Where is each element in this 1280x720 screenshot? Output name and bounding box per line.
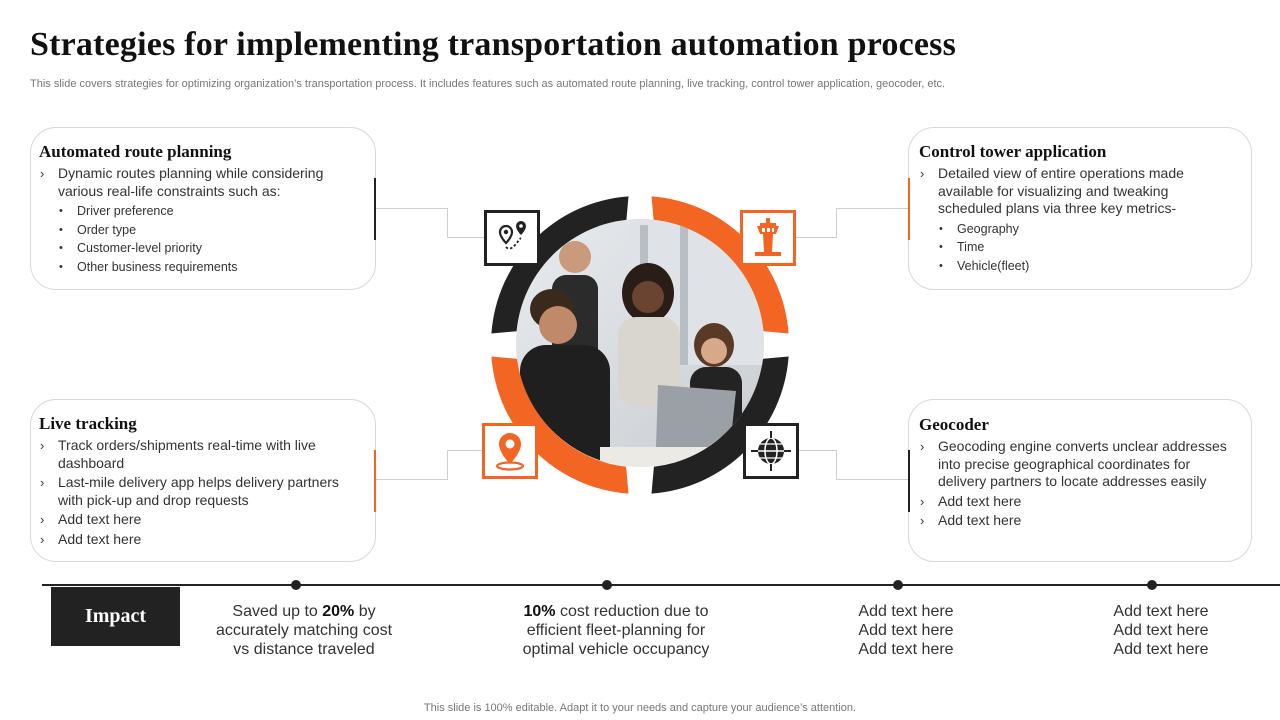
globe-crosshair-icon xyxy=(743,423,799,479)
card-subpoint: Vehicle(fleet) xyxy=(919,257,1231,276)
team-photo xyxy=(516,219,764,467)
card-point: ›Add text here xyxy=(920,492,1022,509)
central-ring-graphic xyxy=(491,196,789,494)
connector-control-end xyxy=(796,237,836,238)
connector-geo xyxy=(836,450,908,480)
timeline-dot xyxy=(602,580,612,590)
card-point: ›Dynamic routes planning while consideri… xyxy=(40,165,324,199)
card-accent-bar xyxy=(374,178,376,240)
chevron-right-icon: › xyxy=(40,512,45,527)
card-point: ›Add text here xyxy=(920,512,1022,528)
impact-item-2: 10% cost reduction due to efficient flee… xyxy=(522,603,710,658)
card-title: Geocoder xyxy=(919,415,989,434)
card-subpoint: Customer-level priority xyxy=(39,239,355,258)
card-point: ›Track orders/shipments real-time with l… xyxy=(40,437,316,471)
chevron-right-icon: › xyxy=(920,513,925,528)
impact-timeline xyxy=(42,584,1280,586)
impact-item-1: Saved up to 20% by accurately matching c… xyxy=(215,603,393,658)
card-geocoder: Geocoder ›Geocoding engine converts uncl… xyxy=(908,399,1252,562)
timeline-dot xyxy=(291,580,301,590)
chevron-right-icon: › xyxy=(40,531,45,547)
card-point: ›Add text here xyxy=(40,511,142,527)
chevron-right-icon: › xyxy=(40,438,45,453)
card-accent-bar xyxy=(374,450,376,512)
footer-note: This slide is 100% editable. Adapt it to… xyxy=(423,702,857,714)
card-title: Control tower application xyxy=(919,142,1107,161)
card-subpoint: Order type xyxy=(39,221,355,240)
connector-route-end xyxy=(448,237,486,238)
location-pin-icon xyxy=(482,423,538,479)
card-control-tower: Control tower application ›Detailed view… xyxy=(908,127,1252,290)
timeline-dot xyxy=(1147,580,1157,590)
timeline-dot xyxy=(893,580,903,590)
route-map-pins-icon xyxy=(484,210,540,266)
impact-label: Impact xyxy=(51,587,180,646)
card-point: ›Detailed view of entire operations made… xyxy=(920,165,1184,216)
card-title: Automated route planning xyxy=(39,142,232,161)
chevron-right-icon: › xyxy=(920,166,925,181)
control-tower-icon xyxy=(740,210,796,266)
chevron-right-icon: › xyxy=(920,493,925,509)
card-subpoint: Time xyxy=(919,238,1231,257)
impact-item-4: Add text here Add text here Add text her… xyxy=(1113,603,1209,658)
connector-geo-end xyxy=(798,450,836,451)
card-subpoint: Driver preference xyxy=(39,202,355,221)
card-point: ›Geocoding engine converts unclear addre… xyxy=(920,438,1227,489)
card-subpoint: Other business requirements xyxy=(39,258,355,277)
chevron-right-icon: › xyxy=(920,439,925,454)
card-accent-bar xyxy=(908,450,910,512)
connector-live-end xyxy=(448,450,486,451)
card-point: ›Add text here xyxy=(40,530,142,547)
chevron-right-icon: › xyxy=(40,475,45,490)
card-accent-bar xyxy=(908,178,910,240)
card-subpoint: Geography xyxy=(919,220,1231,239)
chevron-right-icon: › xyxy=(40,166,45,181)
card-live-tracking: Live tracking ›Track orders/shipments re… xyxy=(30,399,376,562)
connector-route xyxy=(376,208,448,238)
card-title: Live tracking xyxy=(39,414,137,433)
page-subtitle: This slide covers strategies for optimiz… xyxy=(30,78,946,90)
connector-live xyxy=(376,450,448,480)
connector-control xyxy=(836,208,908,238)
page-title: Strategies for implementing transportati… xyxy=(30,26,957,63)
impact-item-3: Add text here Add text here Add text her… xyxy=(858,603,954,658)
card-point: ›Last-mile delivery app helps delivery p… xyxy=(40,474,339,508)
card-route-planning: Automated route planning ›Dynamic routes… xyxy=(30,127,376,290)
